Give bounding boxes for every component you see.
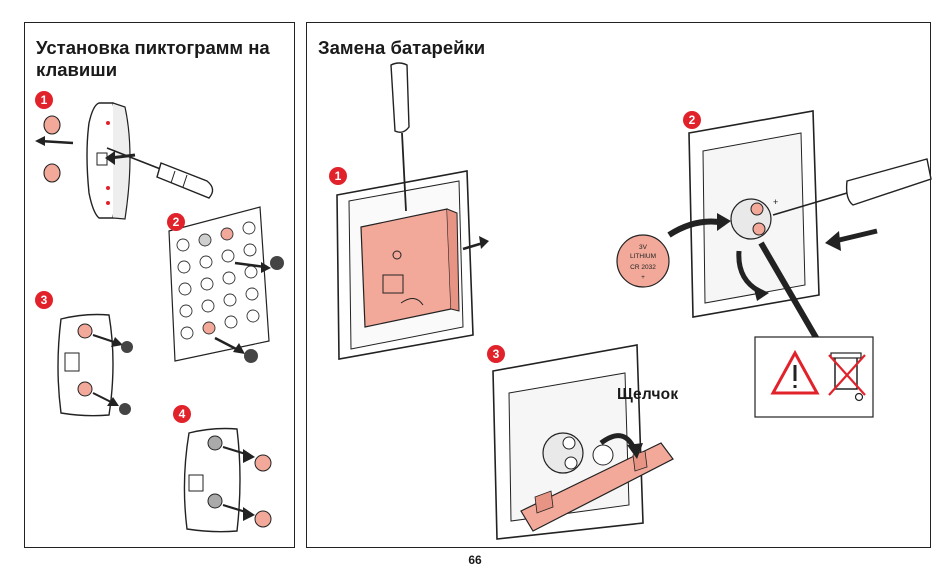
- page-number: 66: [468, 553, 482, 567]
- crossed-bin-icon: [828, 352, 866, 402]
- screwdriver-icon: [106, 147, 214, 199]
- key-cover-illustration-4: [183, 427, 272, 533]
- screwdriver-icon: [772, 158, 932, 216]
- warning-box: [754, 336, 874, 418]
- pink-cover: [520, 442, 674, 532]
- step-badge: 4: [173, 405, 191, 423]
- step-badge: 3: [487, 345, 505, 363]
- battery-icon: 3V LITHIUM CR 2032 +: [616, 234, 670, 288]
- polarity-mark: +: [773, 197, 778, 207]
- arrow-icon: [35, 136, 136, 165]
- svg-text:CR 2032: CR 2032: [630, 264, 656, 271]
- svg-text:3V: 3V: [639, 244, 648, 251]
- arrow-icon: [462, 236, 489, 251]
- pointer-line: [758, 241, 828, 355]
- svg-text:LITHIUM: LITHIUM: [630, 253, 656, 260]
- right-illustrations: + 3V LITHIUM CR 2032 +: [336, 62, 932, 540]
- warning-triangle-icon: [770, 349, 820, 395]
- step-badge: 1: [35, 91, 53, 109]
- step-badge: 2: [167, 213, 185, 231]
- key-cover-illustration-3: [57, 313, 133, 417]
- right-panel: Замена батарейки +: [306, 22, 932, 548]
- pictogram-sheet: [168, 206, 284, 363]
- device-frame-2: +: [688, 110, 820, 318]
- pink-pictogram-1: [43, 115, 61, 183]
- device-frame-1: [336, 170, 474, 360]
- arrow-icon: [599, 433, 643, 459]
- left-panel-title: Установка пиктограмм на клавиши: [36, 37, 270, 80]
- arrow-icon: [667, 213, 878, 301]
- key-cover-illustration-1: [86, 102, 131, 220]
- svg-text:+: +: [641, 274, 645, 281]
- right-panel-title: Замена батарейки: [318, 37, 486, 58]
- step-badge: 3: [35, 291, 53, 309]
- step-badge: 1: [329, 167, 347, 185]
- screwdriver-icon: [390, 62, 410, 212]
- left-illustrations: [35, 102, 284, 533]
- click-label: Щелчок: [617, 386, 679, 403]
- step-badge: 2: [683, 111, 701, 129]
- left-panel: Установка пиктограмм на клавиши: [24, 22, 295, 548]
